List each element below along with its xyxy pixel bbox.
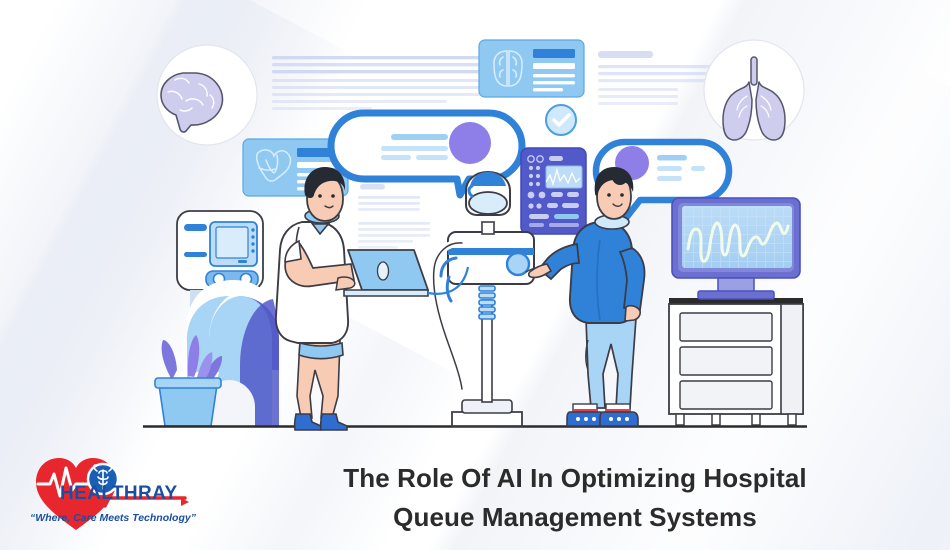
vitals-control-panel bbox=[520, 147, 587, 235]
brand-name: HEALTHRAY bbox=[60, 483, 178, 504]
patient-person bbox=[525, 167, 646, 427]
brain-record-card bbox=[478, 39, 585, 98]
brain-circle-badge bbox=[156, 44, 258, 146]
medical-cabinet bbox=[668, 298, 804, 426]
ai-robot bbox=[430, 170, 535, 427]
lungs-circle-badge bbox=[703, 39, 805, 141]
decorative-text-lines bbox=[272, 51, 713, 249]
potted-plant bbox=[154, 335, 223, 427]
brand-logo[interactable]: HEALTHRAY “Where, Care Meets Technology” bbox=[14, 444, 214, 544]
page-title-line-1: The Role Of AI In Optimizing Hospital bbox=[343, 463, 807, 494]
hero-illustration bbox=[143, 39, 807, 431]
verified-check-badge bbox=[545, 104, 577, 136]
page-title: The Role Of AI In Optimizing Hospital Qu… bbox=[215, 450, 935, 545]
page-title-line-2: Queue Management Systems bbox=[393, 501, 757, 532]
doctor-with-laptop bbox=[274, 167, 470, 431]
ecg-monitor bbox=[671, 197, 801, 300]
brand-tagline: “Where, Care Meets Technology” bbox=[30, 512, 196, 524]
heart-ecg-caduceus-icon bbox=[36, 458, 189, 530]
chat-bubble-left bbox=[327, 109, 526, 199]
footer-bar: HEALTHRAY “Where, Care Meets Technology”… bbox=[0, 440, 950, 550]
